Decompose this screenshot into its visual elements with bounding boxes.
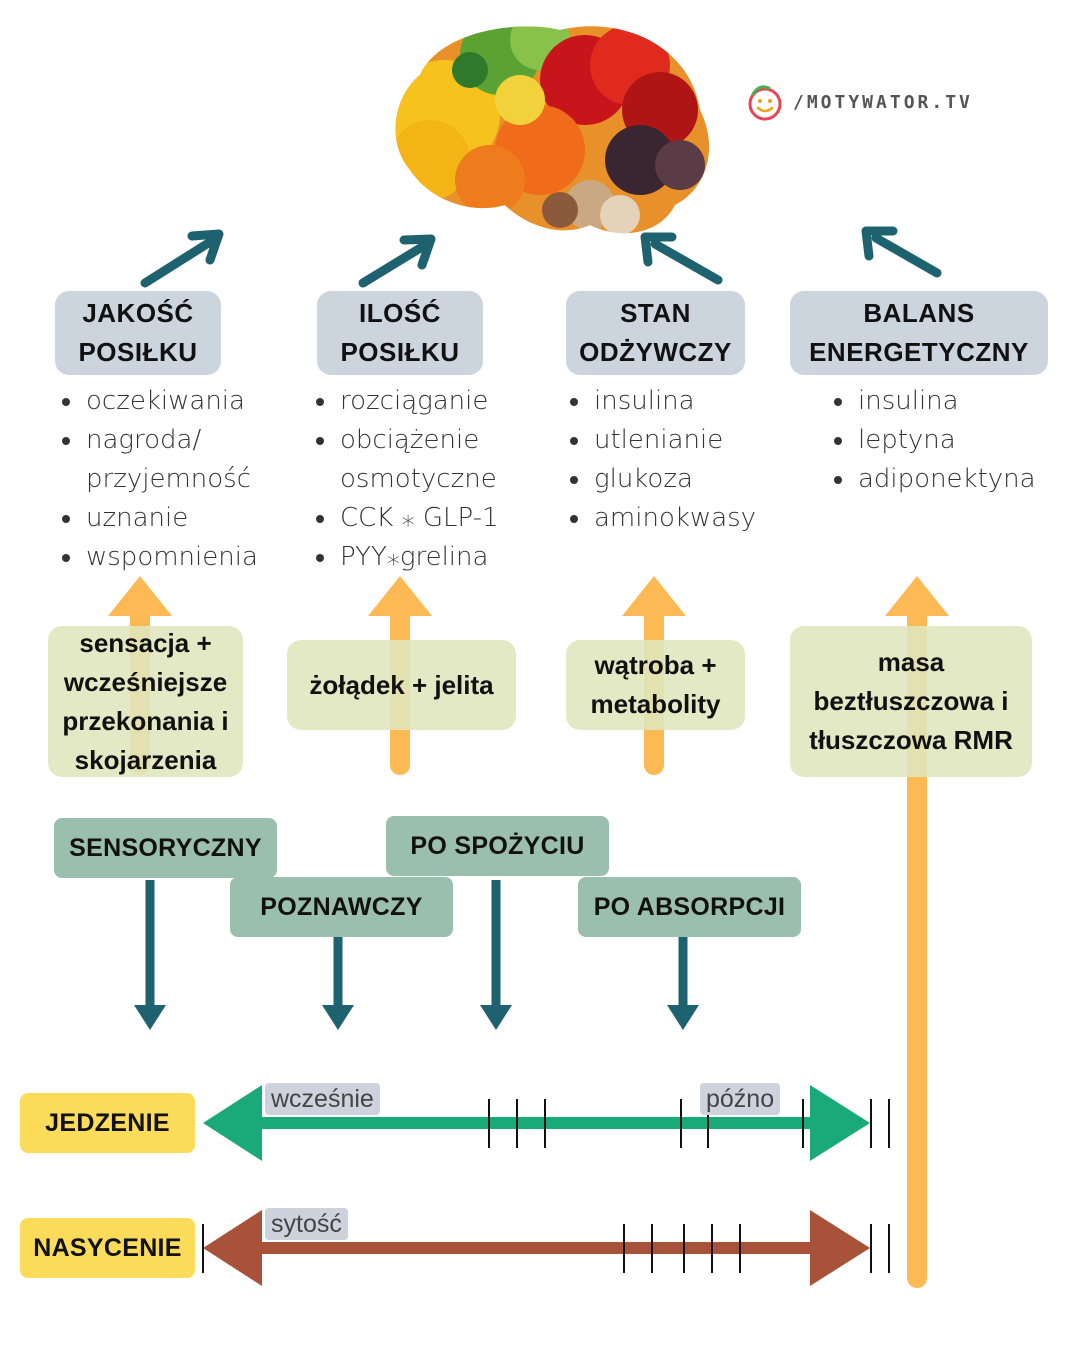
source-text: sensacja + wcześniejsze przekonania i sk…	[62, 627, 229, 775]
list-item: nagroda/	[84, 421, 258, 460]
axis-label: JEDZENIE	[45, 1108, 170, 1137]
source-stomach-gut: żołądek + jelita	[287, 640, 516, 730]
bullets-meal-quantity: rozciąganie obciążenie osmotyczne CCK ⁎ …	[310, 382, 499, 577]
axis-label: NASYCENIE	[33, 1233, 182, 1262]
eating-label: JEDZENIE	[20, 1093, 195, 1153]
list-item: oczekiwania	[84, 382, 258, 421]
source-liver-metabolites: wątroba + metabolity	[566, 640, 745, 730]
list-item: rozciąganie	[338, 382, 499, 421]
source-sensation: sensacja + wcześniejsze przekonania i sk…	[48, 626, 243, 777]
factor-title-line1: JAKOŚĆ	[82, 298, 194, 328]
smiley-logo-icon	[748, 85, 782, 121]
satiety-timeline	[188, 1210, 890, 1286]
eating-timeline	[203, 1085, 890, 1161]
list-item: glukoza	[592, 460, 756, 499]
source-text: masa beztłuszczowa i tłuszczowa RMR	[809, 647, 1013, 755]
factor-title-line1: ILOŚĆ	[359, 298, 441, 328]
list-item: CCK ⁎ GLP-1	[338, 499, 499, 538]
list-item: PYY⁎grelina	[338, 538, 499, 577]
arrow-nutrition-to-brain	[650, 239, 723, 285]
satiety-label: NASYCENIE	[20, 1218, 195, 1278]
phase-label: PO ABSORPCJI	[593, 892, 786, 921]
factor-title-line2: ENERGETYCZNY	[809, 337, 1029, 367]
satiety-tag: sytość	[265, 1208, 348, 1240]
list-item: utlenianie	[592, 421, 756, 460]
source-text: żołądek + jelita	[309, 669, 494, 700]
arrow-quality-to-brain	[140, 237, 215, 288]
factor-nutrition-state: STAN ODŻYWCZY	[566, 291, 745, 375]
arrow-head-quality	[187, 229, 224, 265]
bullets-nutrition-state: insulina utlenianie glukoza aminokwasy	[564, 382, 756, 538]
brand-logo-text: /MOTYWATOR.TV	[793, 91, 973, 113]
source-text: wątroba + metabolity	[590, 650, 721, 719]
late-tag: późno	[700, 1083, 781, 1115]
arrow-energy-to-brain	[871, 233, 942, 278]
phase-down-arrows	[134, 880, 699, 1030]
early-tag: wcześnie	[265, 1083, 380, 1115]
list-item: osmotyczne	[340, 464, 497, 494]
phase-label: SENSORYCZNY	[69, 833, 262, 862]
list-item: przyjemność	[86, 464, 252, 494]
factor-meal-quality: JAKOŚĆ POSIŁKU	[55, 291, 221, 375]
list-item: adiponektyna	[856, 460, 1036, 499]
bullets-energy-balance: insulina leptyna adiponektyna	[828, 382, 1036, 499]
list-item: obciążenie	[338, 421, 499, 460]
phase-label: POZNAWCZY	[260, 892, 423, 921]
list-item: insulina	[592, 382, 756, 421]
arrow-head-nutrition	[640, 232, 677, 267]
list-item: leptyna	[856, 421, 1036, 460]
factor-title-line1: BALANS	[863, 298, 975, 328]
list-item: wspomnienia	[84, 538, 258, 577]
factor-energy-balance: BALANS ENERGETYCZNY	[790, 291, 1048, 375]
phase-sensory: SENSORYCZNY	[54, 818, 277, 878]
factor-title-line1: STAN	[620, 298, 691, 328]
factor-title-line2: POSIŁKU	[78, 337, 198, 367]
arrow-head-quantity	[399, 234, 436, 270]
bullets-meal-quality: oczekiwania nagroda/ przyjemność uznanie…	[56, 382, 258, 577]
factor-meal-quantity: ILOŚĆ POSIŁKU	[317, 291, 483, 375]
brand-logo: /MOTYWATOR.TV	[745, 82, 973, 122]
list-item: insulina	[856, 382, 1036, 421]
arrow-head-energy	[861, 226, 898, 261]
brain-vegetables-image	[395, 26, 710, 234]
arrow-quantity-to-brain	[358, 242, 427, 288]
list-item: aminokwasy	[592, 499, 756, 538]
phase-post-absorptive: PO ABSORPCJI	[578, 877, 801, 937]
source-body-mass: masa beztłuszczowa i tłuszczowa RMR	[790, 626, 1032, 777]
list-item: uznanie	[84, 499, 258, 538]
factor-title-line2: ODŻYWCZY	[579, 337, 732, 367]
phase-cognitive: POZNAWCZY	[230, 877, 453, 937]
phase-label: PO SPOŻYCIU	[410, 831, 585, 860]
phase-post-ingestive: PO SPOŻYCIU	[386, 816, 609, 876]
factor-title-line2: POSIŁKU	[340, 337, 460, 367]
